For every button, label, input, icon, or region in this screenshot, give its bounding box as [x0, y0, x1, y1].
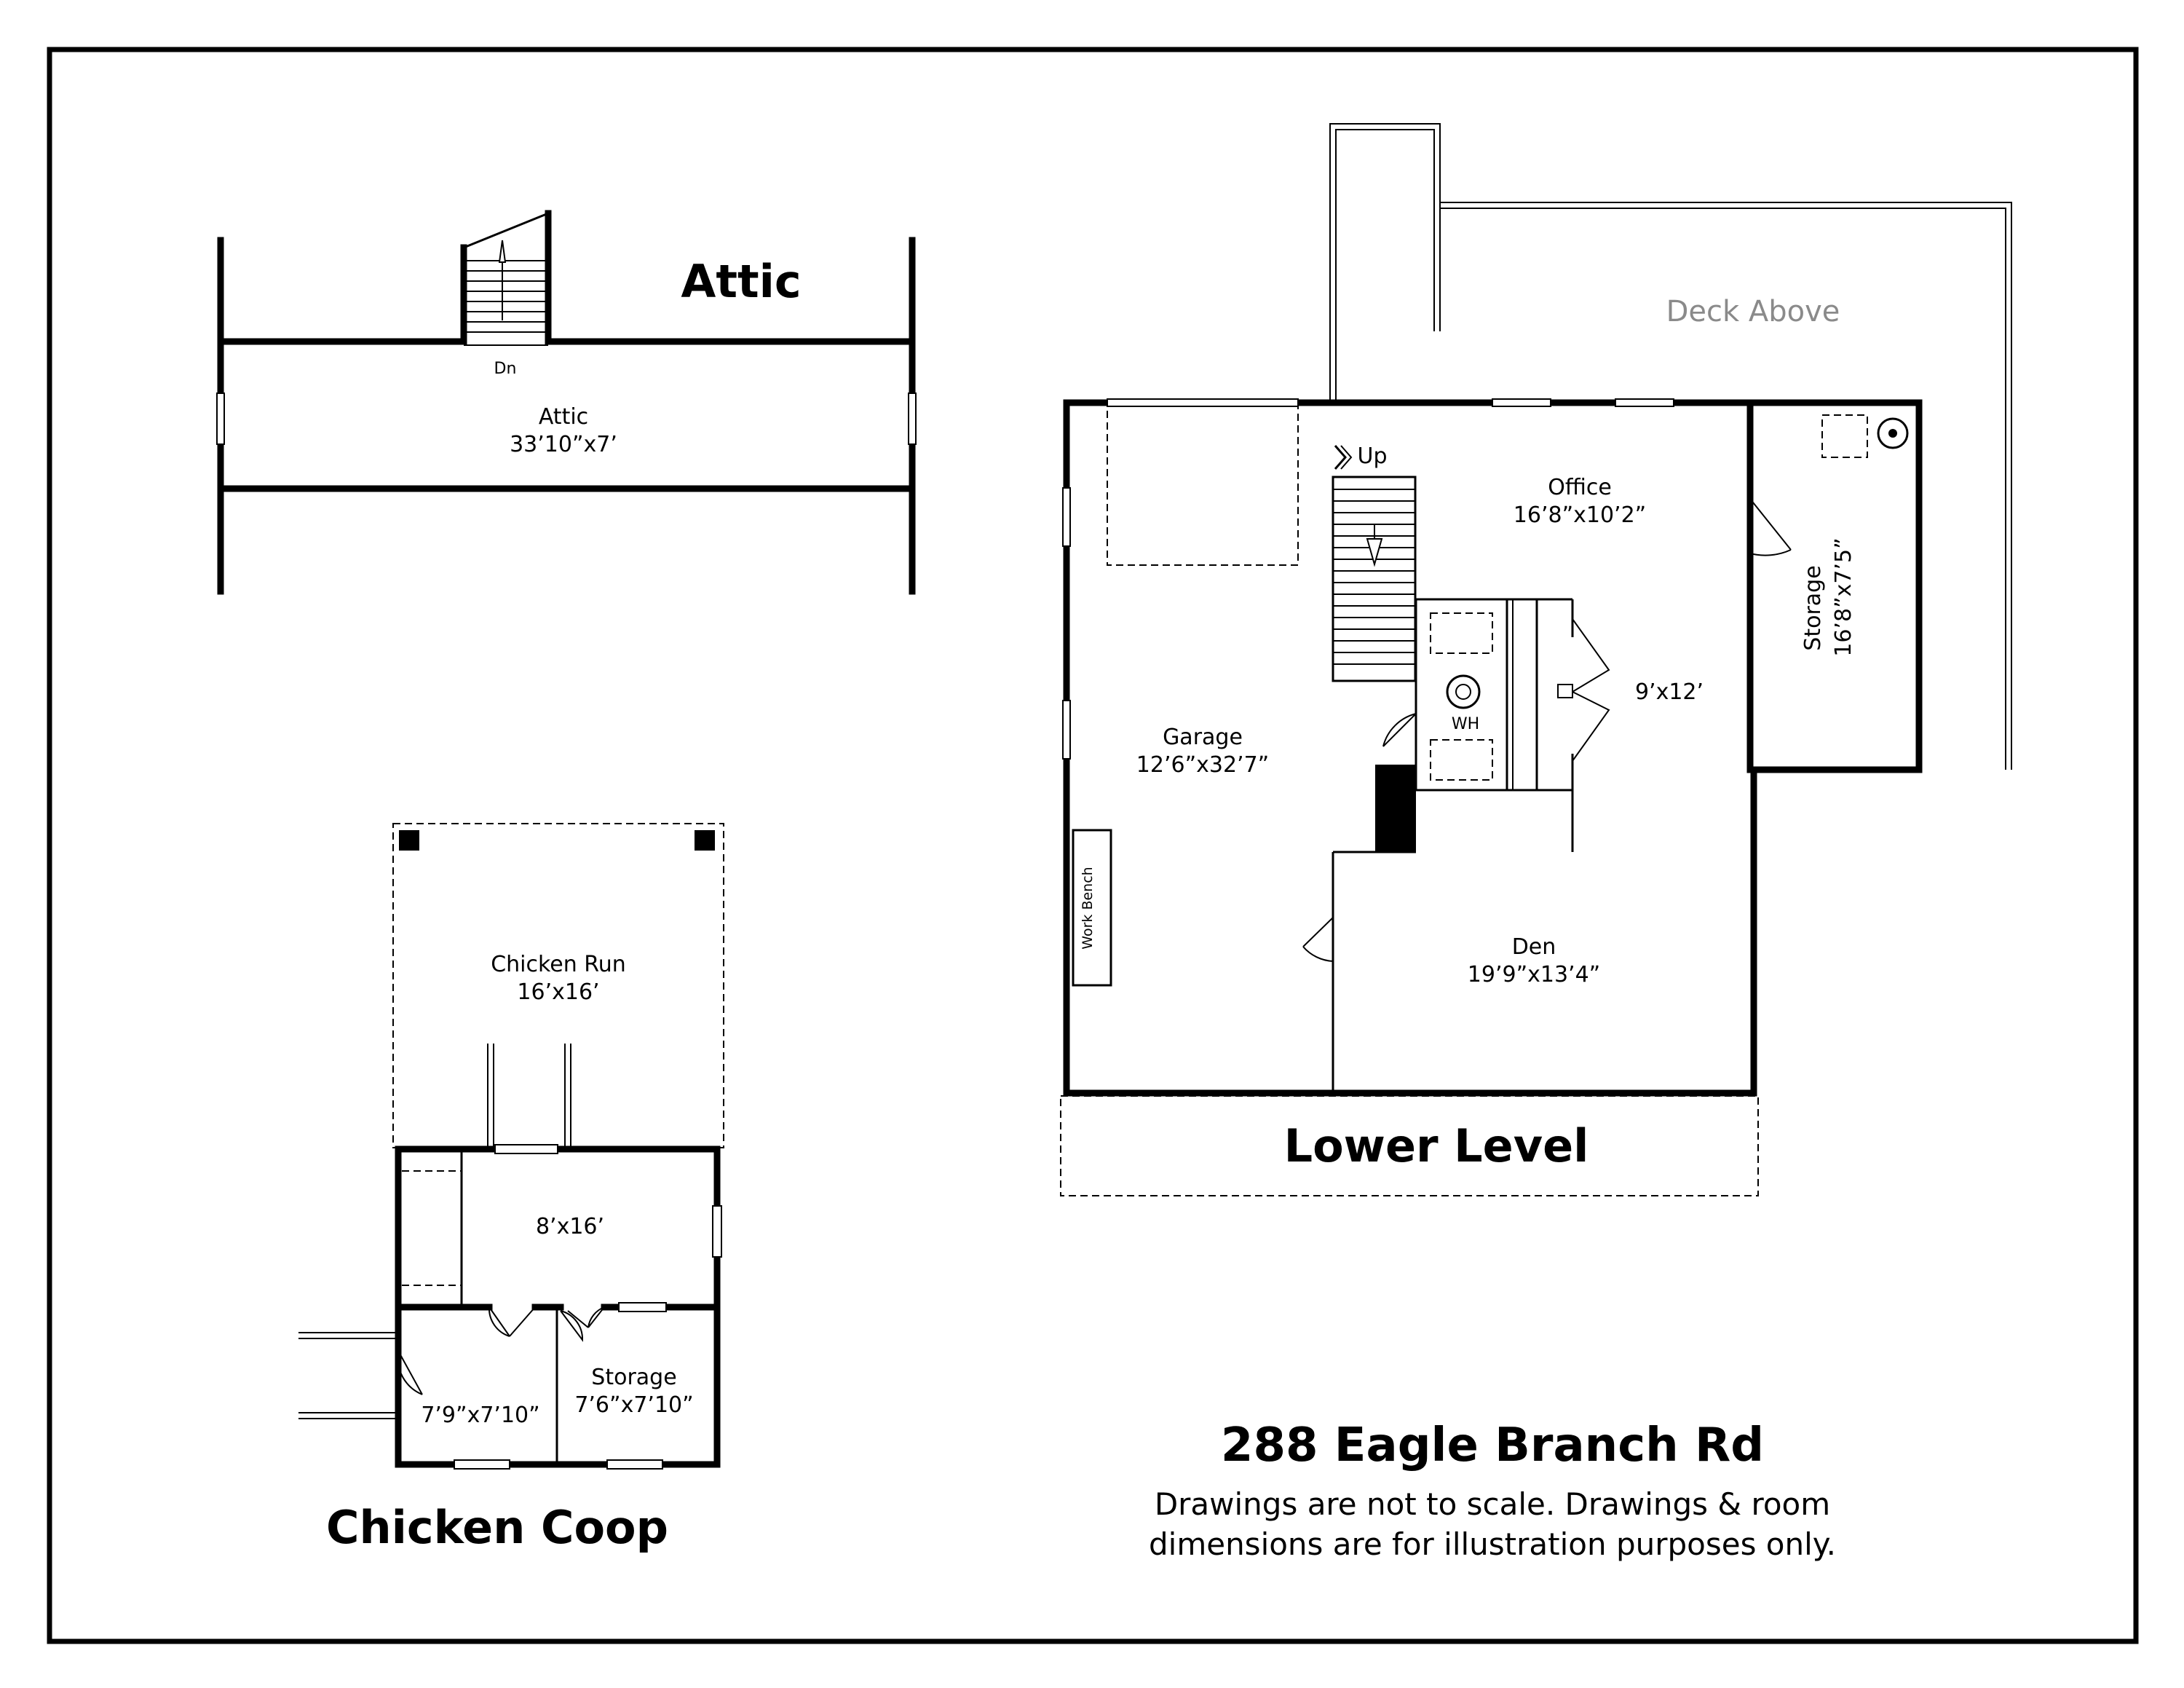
chicken-run-dimensions: 16’x16’: [517, 979, 599, 1005]
work-bench-label: Work Bench: [1080, 867, 1096, 949]
attic-stair-label: Dn: [494, 360, 517, 378]
room-9x12-dimensions: 9’x12’: [1635, 679, 1704, 705]
office-dimensions: 16’8”x10’2”: [1514, 502, 1646, 528]
deck-outline: [1329, 123, 2012, 770]
coop-storage-dimensions: 7’6”x7’10”: [574, 1392, 693, 1418]
attic-room-name: Attic: [539, 404, 588, 430]
property-address: 288 Eagle Branch Rd: [1221, 1419, 1764, 1472]
den-name: Den: [1512, 934, 1556, 960]
storage-dimensions: 16’8”x7’5”: [1831, 537, 1856, 656]
deck-above-label: Deck Above: [1666, 295, 1840, 328]
lower-level-title: Lower Level: [1284, 1119, 1589, 1172]
water-heater-label: WH: [1452, 715, 1479, 733]
lower-level-plan: Deck Above: [1060, 123, 2012, 1196]
garage-dimensions: 12’6”x32’7”: [1136, 752, 1269, 778]
page-border: [47, 47, 2139, 1644]
water-heater-icon: [1446, 674, 1481, 709]
attic-stairs: [460, 210, 552, 346]
chimney-block: [1375, 765, 1416, 852]
coop-main-dimensions: 8’x16’: [536, 1214, 604, 1239]
stairs-up-label: Up: [1357, 443, 1387, 469]
attic-plan: Attic Dn Attic 33’10”x7’: [216, 210, 917, 595]
storage-name: Storage: [1800, 565, 1826, 650]
chicken-run-name: Chicken Run: [491, 952, 626, 977]
office-name: Office: [1548, 475, 1612, 500]
disclaimer-line-1: Drawings are not to scale. Drawings & ro…: [1155, 1486, 1830, 1522]
den-dimensions: 19’9”x13’4”: [1468, 962, 1600, 987]
disclaimer-line-2: dimensions are for illustration purposes…: [1149, 1526, 1836, 1562]
run-post-right: [695, 830, 715, 851]
run-post-left: [399, 830, 419, 851]
coop-storage-name: Storage: [591, 1365, 676, 1390]
garage-name: Garage: [1163, 725, 1243, 750]
lower-level-stairs: [1332, 445, 1417, 682]
chicken-coop-plan: Chicken Run 16’x16’ 8’x16’ 7’9”x7’10” St…: [298, 823, 724, 1554]
coop-room-dimensions: 7’9”x7’10”: [421, 1403, 539, 1428]
chicken-coop-title: Chicken Coop: [326, 1501, 668, 1554]
attic-room-dimensions: 33’10”x7’: [510, 432, 617, 457]
attic-title: Attic: [681, 255, 801, 308]
